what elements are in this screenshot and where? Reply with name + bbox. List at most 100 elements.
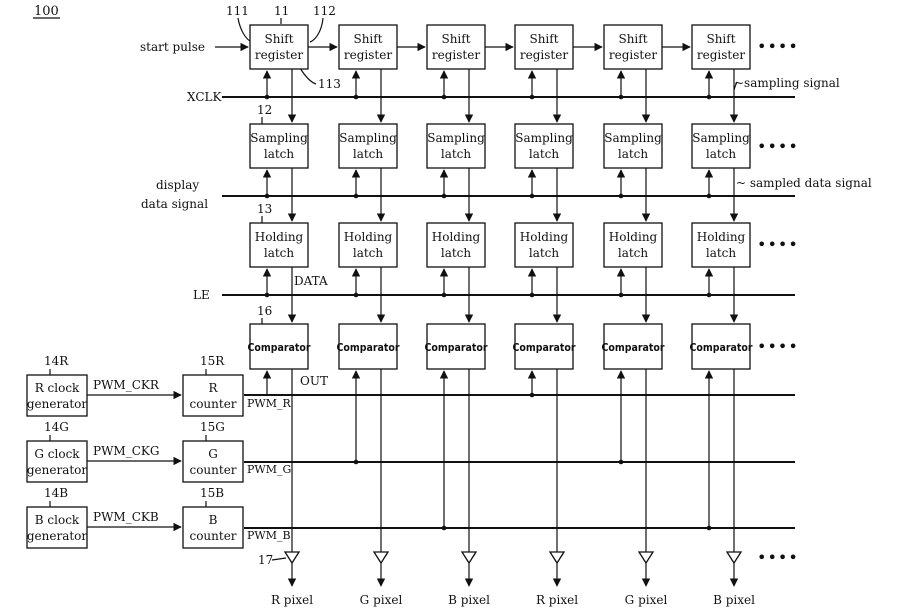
junction-dot bbox=[619, 194, 624, 199]
pwm-chain-1: G clockgenerator14GGcounter15GPWM_CKGPWM… bbox=[27, 420, 291, 482]
generator-ref: 14B bbox=[44, 486, 68, 500]
sampling-latch-label-2: latch bbox=[353, 147, 384, 161]
holding-latch-label-1: Holding bbox=[432, 230, 481, 244]
shift-register-label-1: Shift bbox=[264, 32, 293, 46]
sampling-signal-label: ~sampling signal bbox=[734, 76, 840, 90]
shift-register-label-2: register bbox=[344, 48, 392, 62]
counter-label-1: R bbox=[208, 381, 218, 395]
ref-112-leader bbox=[310, 18, 323, 42]
counter-label-2: counter bbox=[189, 529, 236, 543]
holding-latch-label-2: latch bbox=[618, 246, 649, 260]
continuation-dots: •••• bbox=[757, 137, 799, 156]
shift-register-label-2: register bbox=[255, 48, 303, 62]
pixel-label: G pixel bbox=[625, 593, 668, 607]
comparator-label: Comparator bbox=[424, 342, 487, 354]
holding-latch-label-2: latch bbox=[706, 246, 737, 260]
sampled-data-signal-label: ~ sampled data signal bbox=[736, 176, 872, 190]
ref-13: 13 bbox=[257, 202, 272, 216]
junction-dot bbox=[619, 293, 624, 298]
counter-ref: 15G bbox=[200, 420, 225, 434]
pwm-bus-label: PWM_B bbox=[247, 529, 291, 542]
out-label: OUT bbox=[300, 374, 328, 388]
pwm-bus-label: PWM_R bbox=[247, 397, 291, 410]
clock-generator-label-1: B clock bbox=[35, 513, 80, 527]
sampling-latch-label-2: latch bbox=[706, 147, 737, 161]
ref-111: 111 bbox=[226, 4, 249, 18]
counter-ref: 15R bbox=[200, 354, 225, 368]
display-label-1: display bbox=[156, 178, 199, 192]
buffer-icon bbox=[374, 552, 388, 563]
sampling-latch-label-2: latch bbox=[441, 147, 472, 161]
counter-label-1: B bbox=[209, 513, 218, 527]
pixel-label: B pixel bbox=[448, 593, 490, 607]
sampling-latch-label-1: Sampling bbox=[604, 131, 662, 145]
counter-ref: 15B bbox=[200, 486, 224, 500]
generator-ref: 14G bbox=[44, 420, 69, 434]
comparator-label: Comparator bbox=[512, 342, 575, 354]
continuation-dots: •••• bbox=[757, 37, 799, 56]
junction-dot bbox=[442, 526, 447, 531]
shift-register-label-1: Shift bbox=[618, 32, 647, 46]
ref-12: 12 bbox=[257, 103, 272, 117]
junction-dot bbox=[354, 293, 359, 298]
holding-latch-label-2: latch bbox=[529, 246, 560, 260]
pixel-label: B pixel bbox=[713, 593, 755, 607]
pixel-label: R pixel bbox=[271, 593, 313, 607]
junction-dot bbox=[265, 293, 270, 298]
junction-dot bbox=[707, 194, 712, 199]
ref-11: 11 bbox=[274, 4, 289, 18]
data-label: DATA bbox=[294, 274, 328, 288]
holding-latch-label-2: latch bbox=[441, 246, 472, 260]
clock-generator-label-2: generator bbox=[27, 463, 88, 477]
clock-generator-label-1: R clock bbox=[35, 381, 80, 395]
holding-latch-label-1: Holding bbox=[609, 230, 658, 244]
junction-dot bbox=[707, 526, 712, 531]
junction-dot bbox=[442, 293, 447, 298]
continuation-dots: •••• bbox=[757, 548, 799, 567]
shift-register-label-1: Shift bbox=[706, 32, 735, 46]
clock-generator-label-2: generator bbox=[27, 397, 88, 411]
comparator-label: Comparator bbox=[601, 342, 664, 354]
continuation-dots: •••• bbox=[757, 337, 799, 356]
shift-register-label-1: Shift bbox=[353, 32, 382, 46]
sampling-latch-label-1: Sampling bbox=[339, 131, 397, 145]
shift-register-label-1: Shift bbox=[529, 32, 558, 46]
ref-17: 17 bbox=[258, 553, 273, 567]
xclk-label: XCLK bbox=[187, 90, 222, 104]
sampling-latch-label-1: Sampling bbox=[250, 131, 308, 145]
shift-register-label-2: register bbox=[697, 48, 745, 62]
ref-113: 113 bbox=[318, 77, 341, 91]
shift-register-label-2: register bbox=[520, 48, 568, 62]
column-5: ShiftregisterSamplinglatchHoldinglatchCo… bbox=[601, 25, 690, 607]
ref-16: 16 bbox=[257, 304, 272, 318]
junction-dot bbox=[530, 293, 535, 298]
ref-112: 112 bbox=[313, 4, 336, 18]
junction-dot bbox=[265, 194, 270, 199]
clock-generator-label-2: generator bbox=[27, 529, 88, 543]
column-2: ShiftregisterSamplinglatchHoldinglatchCo… bbox=[336, 25, 425, 607]
holding-latch-label-2: latch bbox=[353, 246, 384, 260]
ref-17-leader bbox=[272, 558, 286, 560]
junction-dot bbox=[442, 95, 447, 100]
continuation-dots: •••• bbox=[757, 235, 799, 254]
sampling-latch-label-1: Sampling bbox=[692, 131, 750, 145]
junction-dot bbox=[619, 95, 624, 100]
sampling-latch-label-2: latch bbox=[529, 147, 560, 161]
holding-latch-label-1: Holding bbox=[520, 230, 569, 244]
shift-register-label-1: Shift bbox=[441, 32, 470, 46]
column-4: ShiftregisterSamplinglatchHoldinglatchCo… bbox=[512, 25, 602, 607]
buffer-icon bbox=[462, 552, 476, 563]
buffer-icon bbox=[639, 552, 653, 563]
junction-dot bbox=[354, 194, 359, 199]
pixel-label: R pixel bbox=[536, 593, 578, 607]
junction-dot bbox=[265, 95, 270, 100]
column-6: ShiftregisterSamplinglatchHoldinglatchCo… bbox=[689, 25, 755, 607]
generator-blocks: R clockgenerator14RRcounter15RPWM_CKRPWM… bbox=[27, 354, 292, 548]
holding-latch-label-2: latch bbox=[264, 246, 295, 260]
ref-113-leader bbox=[300, 68, 316, 84]
junction-dot bbox=[707, 293, 712, 298]
holding-latch-label-1: Holding bbox=[697, 230, 746, 244]
pwm-clock-label: PWM_CKG bbox=[93, 444, 159, 458]
clock-generator-label-1: G clock bbox=[34, 447, 80, 461]
